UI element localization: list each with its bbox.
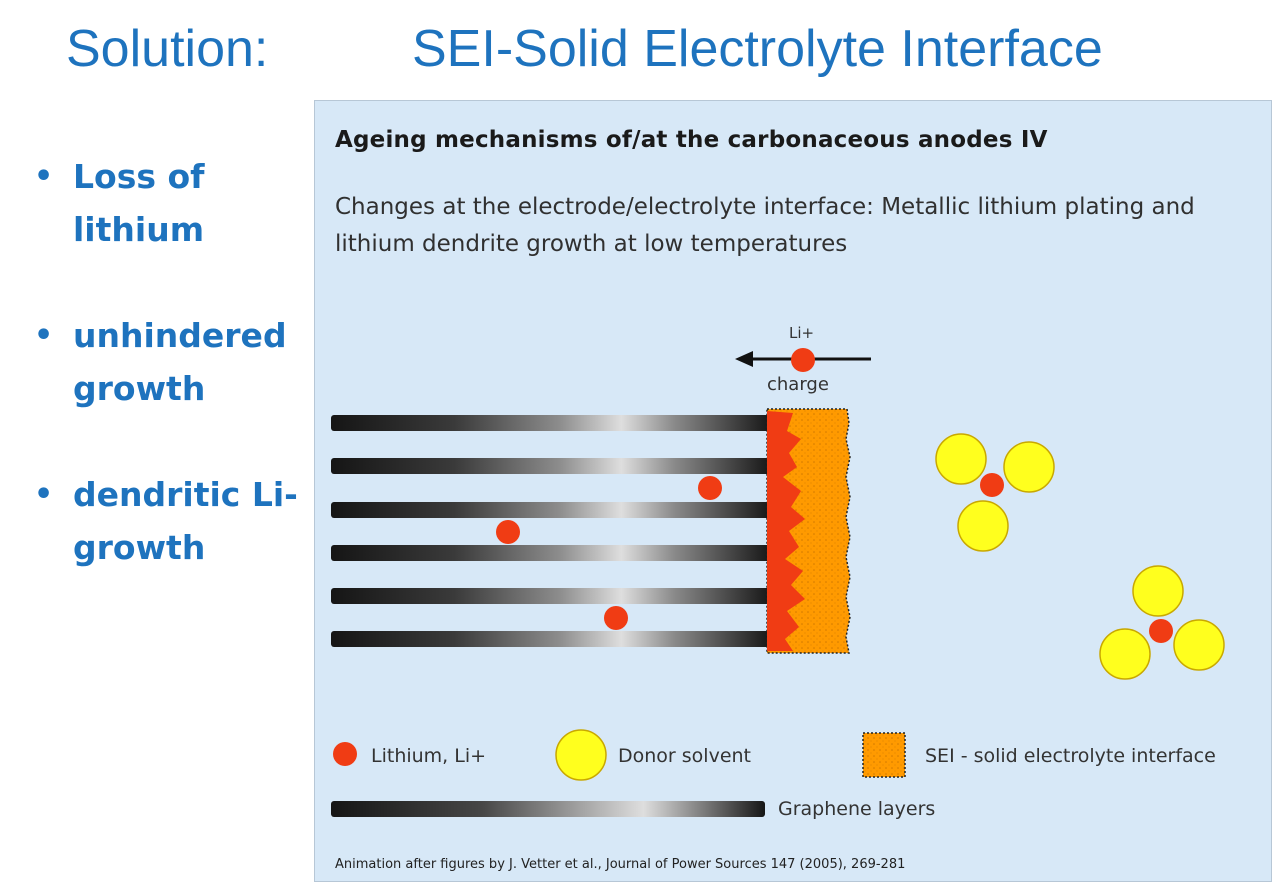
donor-solvent: [1132, 565, 1184, 617]
solvated-lithium-complex: [935, 433, 1055, 552]
graphene-layer: [331, 588, 771, 604]
charge-arrow: [735, 348, 871, 372]
lithium-ion: [980, 473, 1004, 497]
legend-lithium-label: Lithium, Li+: [371, 745, 486, 767]
donor-solvent: [957, 500, 1009, 552]
li-ion-label: Li+: [789, 324, 814, 342]
legend-sei-label: SEI - solid electrolyte interface: [925, 745, 1216, 767]
lithium-ion: [1149, 619, 1173, 643]
charge-label: charge: [767, 374, 829, 395]
slide-title-main: SEI-Solid Electrolyte Interface: [412, 20, 1103, 78]
citation: Animation after figures by J. Vetter et …: [335, 857, 905, 872]
legend-donor-label: Donor solvent: [618, 745, 751, 767]
legend-lithium-icon: [333, 742, 357, 766]
graphene-layer: [331, 458, 771, 474]
graphene-layer: [331, 502, 771, 518]
legend: Lithium, Li+ Donor solvent SEI - solid e…: [331, 729, 1216, 820]
donor-solvent: [1099, 628, 1151, 680]
lithium-plating: [767, 411, 805, 651]
figure-subtitle: Changes at the electrode/electrolyte int…: [335, 194, 1195, 257]
legend-graphene-label: Graphene layers: [778, 798, 935, 820]
donor-solvent: [1003, 441, 1055, 493]
bullet-dendritic-growth: dendritic Li-growth: [30, 468, 300, 574]
slide-title: Solution: SEI-Solid Electrolyte Interfac…: [0, 14, 1282, 84]
bullet-unhindered-growth: unhindered growth: [30, 309, 300, 415]
graphene-layer: [331, 545, 771, 561]
sei-layer: [766, 408, 851, 654]
figure-title: Ageing mechanisms of/at the carbonaceous…: [335, 127, 1048, 153]
lithium-ion: [698, 476, 722, 500]
lithium-ion-moving: [791, 348, 815, 372]
lithium-ion: [496, 520, 520, 544]
slide-title-prefix: Solution:: [66, 20, 269, 78]
sei-diagram: Li+ charge Lithium, Li+ Donor solvent SE…: [331, 324, 1225, 872]
bullet-loss-of-lithium: Loss of lithium: [30, 150, 300, 256]
figure-panel: Ageing mechanisms of/at the carbonaceous…: [314, 100, 1272, 882]
legend-donor-icon: [555, 729, 607, 781]
legend-graphene-icon: [331, 801, 765, 817]
graphene-layer: [331, 631, 771, 647]
bullet-list: Loss of lithium unhindered growth dendri…: [30, 150, 300, 574]
donor-solvent: [1173, 619, 1225, 671]
solvated-lithium-complex: [1099, 565, 1225, 680]
graphene-layer: [331, 415, 771, 431]
graphene-stack: [331, 415, 771, 647]
donor-solvent: [935, 433, 987, 485]
lithium-ion: [604, 606, 628, 630]
